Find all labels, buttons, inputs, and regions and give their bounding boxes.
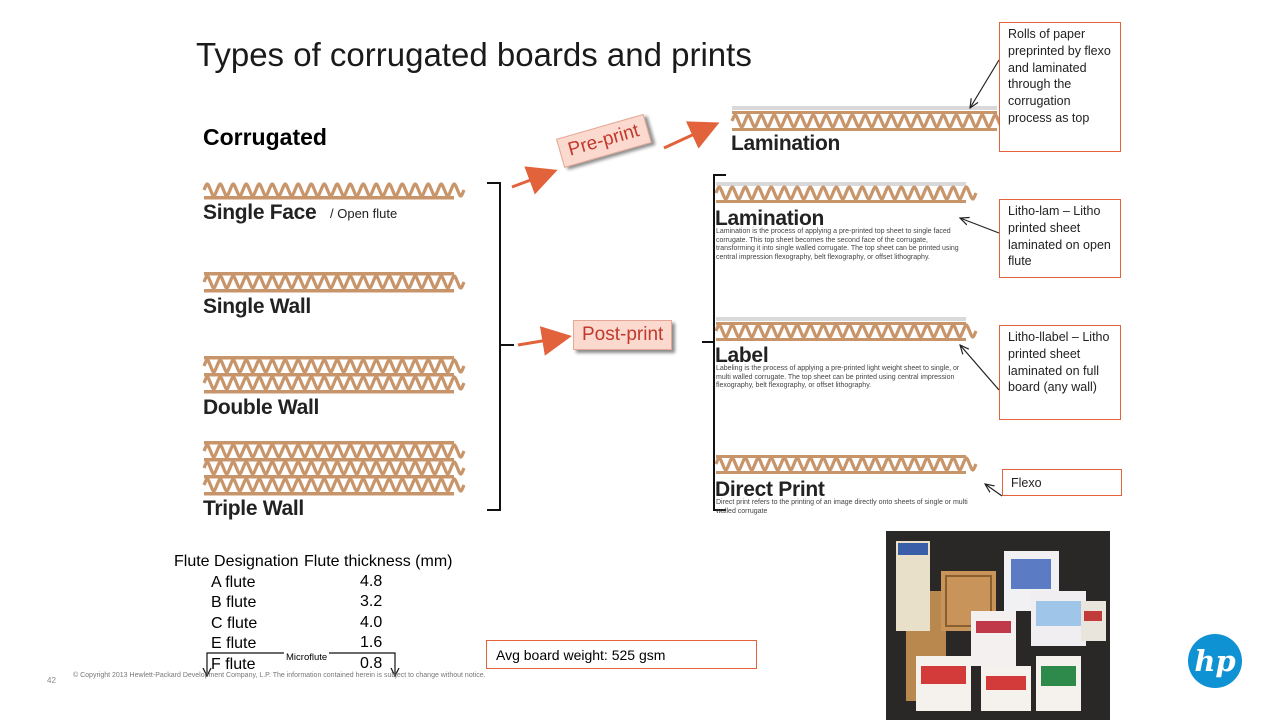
liner-sheet	[716, 471, 966, 474]
liner-sheet	[716, 200, 966, 203]
hp-logo: hp	[1188, 634, 1242, 688]
liner-sheet	[716, 317, 966, 321]
liner-sheet	[716, 338, 966, 341]
liner-sheet	[204, 475, 454, 479]
liner-sheet	[204, 272, 454, 276]
avg-weight-box: Avg board weight: 525 gsm	[486, 640, 757, 669]
liner-sheet	[204, 289, 454, 293]
callout-arrow-rolls	[970, 59, 1000, 108]
flute-row-name: A flute	[211, 574, 256, 591]
packaging-photo-art	[886, 531, 1110, 720]
flute-wave	[202, 375, 466, 391]
callout-arrow-flexo	[985, 484, 1003, 497]
liner-sheet	[204, 441, 454, 445]
flute-row-thickness: 0.8	[360, 655, 383, 672]
callout-litho-label: Litho-llabel – Litho printed sheet lamin…	[999, 325, 1121, 420]
flute-wave	[714, 185, 978, 201]
double-wall-label: Double Wall	[203, 396, 320, 419]
liner-sheet	[204, 196, 454, 200]
direct-print-label: Direct Print	[715, 478, 825, 501]
flute-row-name: B flute	[211, 594, 257, 611]
flute-wave	[202, 460, 466, 476]
flute-wave	[202, 443, 466, 459]
liner-sheet	[732, 111, 997, 114]
slide-title: Types of corrugated boards and prints	[196, 36, 752, 73]
flute-wave	[202, 274, 466, 290]
single-face-label: Single Face	[203, 201, 317, 224]
left-bracket	[487, 182, 514, 511]
arrow-to-postprint	[517, 326, 572, 356]
lamination-top-label: Lamination	[731, 132, 841, 155]
flute-wave	[730, 113, 1007, 129]
post-print-badge: Post-print	[573, 320, 673, 350]
callout-arrow-litho-label	[960, 345, 1000, 391]
flute-wave	[202, 182, 466, 198]
liner-sheet	[716, 322, 966, 325]
page-number: 42	[47, 676, 56, 685]
flute-row-thickness: 4.0	[360, 614, 383, 631]
liner-sheet	[204, 390, 454, 394]
callout-flexo: Flexo	[1002, 469, 1122, 496]
label-label: Label	[715, 344, 769, 367]
liner-sheet	[204, 356, 454, 360]
flute-wave	[202, 358, 466, 374]
liner-sheet	[716, 182, 966, 186]
flute-wave	[714, 456, 978, 472]
arrow-to-preprint	[511, 166, 558, 195]
flute-row-thickness: 4.8	[360, 573, 383, 590]
flute-row-name: E flute	[211, 635, 257, 652]
callout-arrow-litho-lam	[960, 218, 1000, 234]
triple-wall-label: Triple Wall	[203, 497, 304, 520]
lamination-label: Lamination	[715, 207, 825, 230]
flute-wave	[202, 477, 466, 493]
liner-sheet	[204, 373, 454, 377]
callout-rolls: Rolls of paper preprinted by flexo and l…	[999, 22, 1121, 152]
label-description: Labeling is the process of applying a pr…	[716, 365, 960, 390]
packaging-photo	[886, 531, 1110, 720]
direct-print-description: Direct print refers to the printing of a…	[716, 499, 968, 515]
section-label: Corrugated	[203, 124, 327, 150]
open-flute-note: / Open flute	[330, 206, 398, 221]
flute-table-header-designation: Flute Designation	[174, 553, 299, 570]
flute-row-name: F flute	[211, 656, 256, 673]
liner-sheet	[204, 492, 454, 496]
liner-sheet	[204, 458, 454, 462]
copyright-note: © Copyright 2013 Hewlett-Packard Develop…	[73, 672, 486, 679]
lamination-description: Lamination is the process of applying a …	[716, 228, 959, 261]
flute-wave	[714, 323, 978, 339]
flute-table-header-thickness: Flute thickness (mm)	[304, 553, 453, 570]
liner-sheet	[716, 455, 966, 458]
flute-row-thickness: 3.2	[360, 593, 383, 610]
microflute-label: Microflute	[284, 652, 330, 663]
liner-sheet	[732, 106, 997, 110]
flute-row-thickness: 1.6	[360, 634, 383, 651]
single-wall-label: Single Wall	[203, 295, 311, 318]
arrow-preprint-to-lamination	[663, 121, 720, 150]
flute-row-name: C flute	[211, 615, 258, 632]
callout-litho-lam: Litho-lam – Litho printed sheet laminate…	[999, 199, 1121, 278]
right-bracket	[702, 174, 726, 511]
liner-sheet	[732, 128, 997, 131]
